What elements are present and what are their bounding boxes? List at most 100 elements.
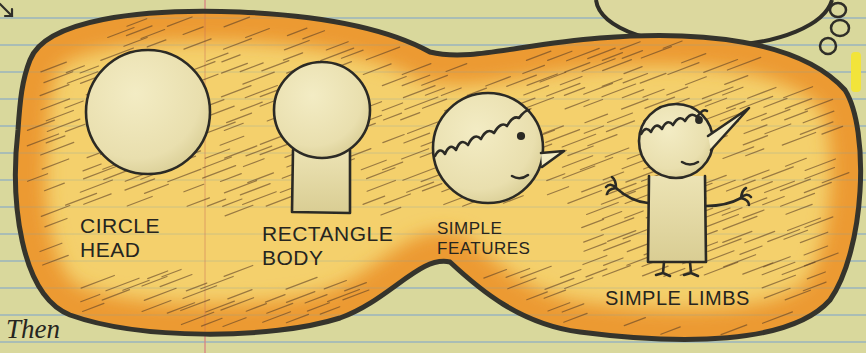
- hatch-stroke: [822, 126, 843, 134]
- hatch-stroke: [703, 251, 734, 263]
- hatch-stroke: [583, 255, 607, 264]
- yellow-mark: [851, 52, 861, 92]
- right-hand: [741, 188, 751, 205]
- blob-region: CIRCLE HEADRECTANGLE BODYSIMPLE FEATURES…: [12, 4, 862, 349]
- hatch-stroke: [40, 85, 69, 96]
- hatch-stroke: [762, 262, 795, 274]
- hatch-stroke: [665, 200, 683, 207]
- hatch-stroke: [267, 303, 293, 313]
- eye-dot: [696, 117, 701, 122]
- hatch-stroke: [260, 144, 289, 155]
- hatch-stroke: [762, 109, 790, 120]
- hatch-stroke: [187, 74, 217, 86]
- hatch-stroke: [663, 41, 682, 48]
- hatch-stroke: [667, 163, 686, 170]
- right-leg: [684, 262, 698, 276]
- hatch-stroke: [460, 183, 487, 193]
- hatch-stroke: [383, 162, 403, 170]
- hatch-stroke: [408, 122, 438, 133]
- note-slot: Then: [6, 314, 60, 345]
- hatch-stroke: [506, 268, 530, 277]
- hatch-stroke: [605, 148, 629, 157]
- hatch-stroke: [203, 166, 236, 179]
- hatch-stroke: [105, 113, 127, 121]
- hatch-stroke: [547, 174, 565, 181]
- hatch-stroke: [286, 314, 308, 322]
- blob-orange-edge: [16, 11, 861, 339]
- hatch-stroke: [403, 86, 435, 98]
- hatch-stroke: [87, 109, 118, 121]
- hatch-stroke: [723, 231, 752, 242]
- hatch-stroke: [81, 275, 114, 288]
- hatch-stroke: [448, 131, 479, 143]
- hatch-stroke: [142, 277, 167, 287]
- hatch-stroke: [724, 255, 756, 267]
- hatch-stroke: [287, 158, 312, 168]
- hatch-stroke: [584, 99, 603, 106]
- hatch-stroke: [141, 172, 161, 180]
- hatch-stroke: [367, 180, 395, 191]
- hatch-stroke: [645, 97, 675, 108]
- hatch-stroke: [246, 304, 266, 312]
- pointer-arrow: [0, 4, 12, 16]
- hatch-stroke: [782, 262, 815, 274]
- hatch-stroke: [305, 295, 327, 303]
- caption-text: RECTANGLE BODY: [262, 222, 427, 270]
- hatch-stroke: [540, 72, 566, 82]
- hatch-stroke: [788, 218, 821, 231]
- hatch-stroke: [321, 48, 354, 61]
- hatch-stroke: [606, 183, 636, 195]
- hatch-stroke: [725, 76, 748, 85]
- hatch-stroke: [601, 218, 634, 230]
- hatch-stroke: [547, 187, 568, 195]
- hatch-stroke: [401, 113, 420, 120]
- hatch-stroke: [322, 159, 354, 171]
- hatch-stroke: [423, 99, 447, 108]
- hatch-stroke: [683, 100, 711, 111]
- hatch-stroke: [202, 122, 235, 135]
- hatching: [27, 17, 849, 335]
- hatch-stroke: [243, 72, 274, 84]
- hatch-stroke: [167, 112, 189, 120]
- hatch-stroke: [686, 208, 713, 218]
- hatch-stroke: [560, 270, 581, 278]
- hatch-stroke: [547, 83, 580, 96]
- ruled-line: [0, 207, 866, 208]
- hatch-stroke: [527, 292, 548, 300]
- hatch-stroke: [587, 202, 619, 214]
- hatch-stroke: [303, 31, 325, 39]
- hatch-stroke: [240, 63, 263, 72]
- hatch-stroke: [160, 275, 192, 287]
- hatch-stroke: [485, 119, 518, 131]
- hatch-stroke: [101, 137, 122, 145]
- hatch-stroke: [363, 196, 385, 204]
- hatch-stroke: [667, 87, 688, 95]
- handwritten-note: Then: [6, 314, 60, 345]
- hatch-stroke: [404, 133, 430, 143]
- hatch-stroke: [640, 73, 666, 83]
- smile-mouth: [682, 162, 698, 165]
- hatch-stroke: [765, 124, 791, 134]
- hatch-stroke: [140, 73, 172, 85]
- hatch-stroke: [608, 231, 636, 242]
- hatch-stroke: [744, 125, 767, 134]
- hatch-stroke: [80, 66, 98, 73]
- ruled-line: [0, 99, 866, 100]
- hatch-stroke: [603, 266, 630, 276]
- hatch-stroke: [544, 290, 565, 298]
- hatch-stroke: [588, 135, 617, 146]
- hatch-stroke: [382, 77, 406, 86]
- hatch-stroke: [223, 199, 242, 206]
- hatch-stroke: [303, 160, 321, 167]
- hatch-stroke: [721, 325, 747, 335]
- ruled-line: [0, 125, 866, 126]
- hatch-stroke: [161, 64, 186, 74]
- hatch-stroke: [324, 134, 351, 144]
- hatch-stroke: [144, 87, 174, 98]
- hatch-stroke: [162, 156, 195, 169]
- hatch-stroke: [666, 112, 687, 120]
- hatch-stroke: [603, 172, 623, 180]
- hatch-stroke: [588, 48, 616, 58]
- hatch-stroke: [785, 290, 810, 300]
- hatch-stroke: [800, 232, 827, 242]
